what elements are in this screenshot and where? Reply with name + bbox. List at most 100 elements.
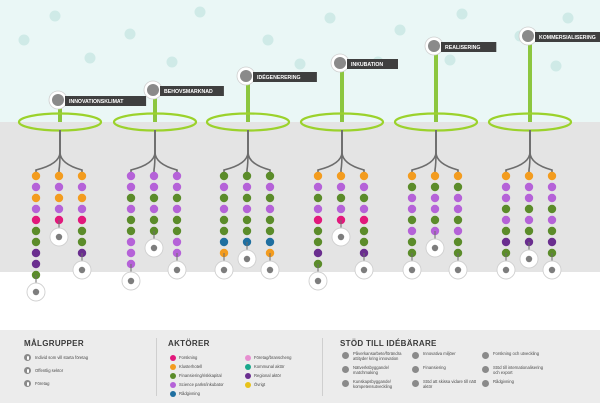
person-icon xyxy=(525,255,533,263)
actor-color-dot xyxy=(245,381,251,388)
person-icon xyxy=(150,244,158,252)
actor-dot xyxy=(242,171,252,181)
stage-1: INNOVATIONSKLIMAT xyxy=(17,90,147,302)
stod-title: STÖD TILL IDÉBÄRARE xyxy=(340,339,437,348)
actor-color-dot xyxy=(170,363,176,370)
stage-label-box xyxy=(253,72,317,82)
pin-icon xyxy=(428,40,440,52)
actor-dot xyxy=(172,193,182,203)
actor-label: Rådgivning xyxy=(179,391,200,396)
flow-pipe xyxy=(59,130,83,176)
person-icon xyxy=(55,233,63,241)
actor-dot xyxy=(407,193,417,203)
lightbulb-icon xyxy=(444,54,456,66)
actor-dot xyxy=(501,171,511,181)
team-icon xyxy=(24,367,31,374)
actor-dot xyxy=(242,204,252,214)
malgrupp-individ: Individ som vill starta företag xyxy=(35,355,89,360)
actor-dot xyxy=(219,215,229,225)
actor-label: Klusterhotell xyxy=(179,364,203,369)
signpost-icon xyxy=(18,34,30,46)
background-icons xyxy=(18,6,574,72)
person-icon xyxy=(431,244,439,252)
actor-dot xyxy=(31,193,41,203)
actor-dot xyxy=(77,193,87,203)
stage-label-box xyxy=(65,96,147,106)
person-icon xyxy=(32,288,40,296)
actor-dot xyxy=(359,226,369,236)
actor-dot xyxy=(524,193,534,203)
stage-stem xyxy=(58,100,62,122)
actor-dot xyxy=(242,182,252,192)
support-label: Stöd att skissa vidare till nätt aktör xyxy=(423,379,477,389)
actor-dot xyxy=(54,204,64,214)
actor-dot xyxy=(219,226,229,236)
actor-dot xyxy=(126,226,136,236)
actor-dot xyxy=(219,182,229,192)
actor-dot xyxy=(430,171,440,181)
flow-pipe xyxy=(154,130,178,176)
stage-3: IDÉGENERERING xyxy=(205,66,317,280)
stage-6: KOMMERSIALISERING xyxy=(487,26,600,280)
actor-dot xyxy=(77,215,87,225)
leaf-icon xyxy=(456,8,468,20)
pin-icon xyxy=(147,84,159,96)
actor-dot xyxy=(336,182,346,192)
apple-icon xyxy=(394,24,406,36)
hourglass-icon xyxy=(562,12,574,24)
actor-dot xyxy=(172,226,182,236)
white-base xyxy=(0,272,600,330)
actor-dot xyxy=(430,204,440,214)
person-icon xyxy=(314,277,322,285)
actor-dot xyxy=(453,215,463,225)
actor-dot xyxy=(453,182,463,192)
support-label: Finansiering xyxy=(423,365,446,370)
actor-dot xyxy=(265,193,275,203)
actor-dot xyxy=(407,215,417,225)
actor-dot xyxy=(31,182,41,192)
actor-dot xyxy=(453,193,463,203)
actor-dot xyxy=(407,237,417,247)
actor-dot xyxy=(54,193,64,203)
actor-dot xyxy=(126,193,136,203)
signpost-icon xyxy=(262,34,274,46)
actor-dot xyxy=(31,215,41,225)
innovation-process-diagram: INNOVATIONSKLIMATBEHOVSMARKNADIDÉGENERER… xyxy=(0,0,600,330)
actor-color-dot xyxy=(245,363,251,370)
person-icon xyxy=(266,266,274,274)
pin-icon xyxy=(522,30,534,42)
stage-label-box xyxy=(441,42,497,52)
actor-color-dot xyxy=(170,354,176,361)
actor-dot xyxy=(359,215,369,225)
actor-dot xyxy=(31,171,41,181)
person-icon xyxy=(78,266,86,274)
actor-dot xyxy=(219,171,229,181)
hourglass-icon xyxy=(550,60,562,72)
signpost-icon xyxy=(84,52,96,64)
globe-icon xyxy=(324,12,336,24)
flow-pipe xyxy=(529,130,553,176)
actor-dot xyxy=(149,193,159,203)
actor-dot xyxy=(172,171,182,181)
support-label: Nätverksbyggande/ matchmaking xyxy=(353,365,390,375)
actor-dot xyxy=(219,204,229,214)
actor-dot xyxy=(407,226,417,236)
actor-dot xyxy=(547,237,557,247)
megaphone-icon xyxy=(342,352,349,359)
support-label: Kunskapsbyggande/ kompetensutveckling xyxy=(353,379,393,389)
apple-icon xyxy=(294,58,306,70)
stage-label-box xyxy=(535,32,600,42)
actor-dot xyxy=(524,215,534,225)
actor-dot xyxy=(453,204,463,214)
actor-dot xyxy=(524,182,534,192)
actor-dot xyxy=(359,182,369,192)
person-icon xyxy=(337,233,345,241)
person-icon xyxy=(173,266,181,274)
actor-dot xyxy=(219,237,229,247)
actor-dot xyxy=(501,193,511,203)
actor-dot xyxy=(54,171,64,181)
actor-dot xyxy=(359,204,369,214)
actor-dot xyxy=(265,204,275,214)
actor-dot xyxy=(313,226,323,236)
book-icon xyxy=(342,380,349,387)
